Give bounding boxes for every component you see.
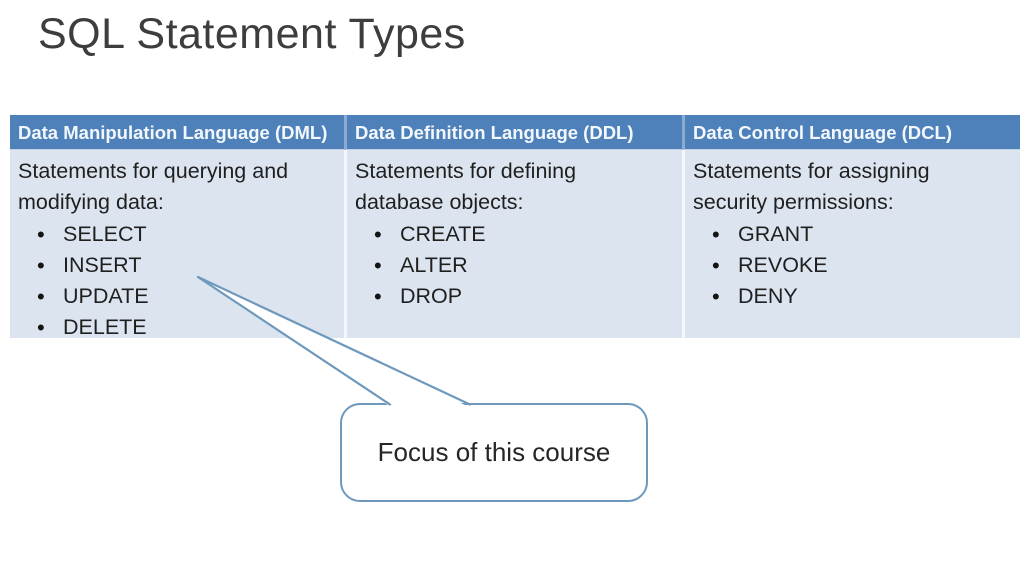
column-body-dml: Statements for querying and modifying da…	[10, 150, 344, 343]
column-header-ddl: Data Definition Language (DDL)	[344, 115, 682, 150]
dcl-bullet-list: GRANT REVOKE DENY	[693, 219, 1002, 312]
column-header-dcl: Data Control Language (DCL)	[682, 115, 1020, 150]
column-body-dcl: Statements for assigning security permis…	[682, 150, 1020, 338]
list-item: SELECT	[18, 219, 326, 250]
column-dcl: Data Control Language (DCL) Statements f…	[682, 115, 1020, 338]
list-item: INSERT	[18, 250, 326, 281]
column-header-dml: Data Manipulation Language (DML)	[10, 115, 344, 150]
list-item: DELETE	[18, 312, 326, 343]
page-title: SQL Statement Types	[38, 10, 466, 58]
list-item: DROP	[355, 281, 664, 312]
ddl-bullet-list: CREATE ALTER DROP	[355, 219, 664, 312]
sql-statement-types-table: Data Manipulation Language (DML) Stateme…	[10, 115, 1020, 343]
list-item: DENY	[693, 281, 1002, 312]
column-dml: Data Manipulation Language (DML) Stateme…	[10, 115, 344, 343]
list-item: UPDATE	[18, 281, 326, 312]
column-ddl: Data Definition Language (DDL) Statement…	[344, 115, 682, 338]
focus-callout-label: Focus of this course	[377, 437, 611, 467]
dml-bullet-list: SELECT INSERT UPDATE DELETE	[18, 219, 326, 343]
column-body-ddl: Statements for defining database objects…	[344, 150, 682, 338]
list-item: ALTER	[355, 250, 664, 281]
dcl-description: Statements for assigning security permis…	[693, 159, 930, 214]
list-item: REVOKE	[693, 250, 1002, 281]
focus-callout: Focus of this course	[340, 403, 648, 502]
list-item: CREATE	[355, 219, 664, 250]
list-item: GRANT	[693, 219, 1002, 250]
dml-description: Statements for querying and modifying da…	[18, 159, 289, 214]
ddl-description: Statements for defining database objects…	[355, 159, 577, 214]
